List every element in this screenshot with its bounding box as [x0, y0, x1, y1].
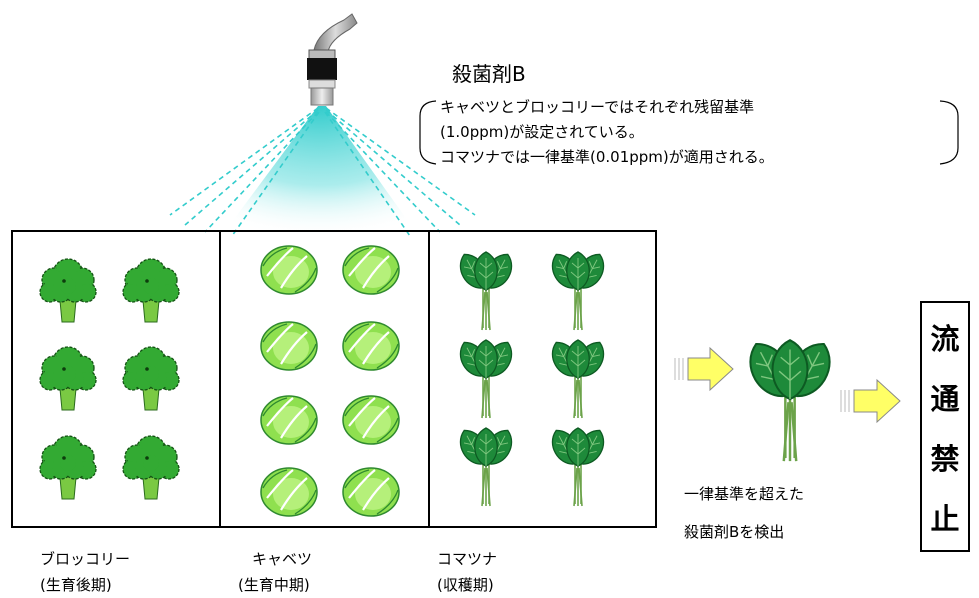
- cabbage-icon: [260, 321, 318, 371]
- stop-char-3: 禁: [930, 442, 960, 476]
- nozzle-body: [307, 58, 337, 80]
- crop-name: ブロッコリー: [40, 550, 131, 568]
- cabbage-icon: [260, 245, 318, 295]
- field-outline: [11, 230, 657, 528]
- cabbage-icon: [260, 395, 318, 445]
- note-bracket-right: [939, 100, 959, 165]
- crop-caption-komatsuna: コマツナ (収穫期): [437, 546, 497, 598]
- broccoli-icon: [39, 435, 97, 500]
- komatsuna-icon: [551, 427, 605, 507]
- arrow-to-stop: [840, 378, 901, 424]
- detect-line-1: 一律基準を超えた: [684, 485, 805, 503]
- stop-char-1: 流: [930, 322, 960, 356]
- fungicide-label: 殺菌剤B: [452, 62, 526, 86]
- komatsuna-icon: [459, 427, 513, 507]
- broccoli-plot: [39, 258, 180, 500]
- broccoli-icon: [122, 435, 180, 500]
- cabbage-icon: [260, 467, 318, 517]
- broccoli-icon: [122, 258, 180, 323]
- note-line-1: キャベツとブロッコリーではそれぞれ残留基準: [440, 98, 755, 116]
- stop-char-2: 通: [930, 382, 960, 416]
- detect-line-2: 殺菌剤Bを検出: [684, 523, 785, 541]
- note-line-2: (1.0ppm)が設定されている。: [440, 123, 644, 141]
- note-line-3: コマツナでは一律基準(0.01ppm)が適用される。: [440, 148, 774, 166]
- cabbage-icon: [342, 245, 400, 295]
- stop-char-4: 止: [930, 502, 960, 536]
- nozzle-head: [310, 87, 334, 106]
- spray-cone: [220, 106, 420, 238]
- note-bracket-left: [419, 100, 437, 165]
- spray-nozzle: [307, 13, 358, 106]
- broccoli-icon: [122, 346, 180, 411]
- broccoli-icon: [39, 346, 97, 411]
- spray-mist: [169, 106, 476, 238]
- crop-stage: (生育後期): [40, 576, 112, 594]
- arrow-to-detection: [674, 346, 734, 392]
- komatsuna-icon: [551, 251, 605, 331]
- komatsuna-icon: [459, 251, 513, 331]
- crop-name: コマツナ: [437, 550, 498, 568]
- crop-stage: (生育中期): [238, 576, 310, 594]
- crop-stage: (収穫期): [437, 576, 494, 594]
- nozzle-pipe: [313, 13, 358, 53]
- detected-komatsuna: [749, 339, 831, 462]
- distribution-ban-box: 流 通 禁 止: [920, 301, 970, 552]
- komatsuna-icon: [551, 339, 605, 419]
- komatsuna-plot: [459, 251, 605, 507]
- nozzle-collar: [308, 49, 336, 60]
- cabbage-icon: [342, 321, 400, 371]
- spray-lines: [169, 107, 476, 237]
- broccoli-icon: [39, 258, 97, 323]
- crop-name: キャベツ: [252, 550, 313, 568]
- crop-caption-broccoli: ブロッコリー (生育後期): [40, 546, 130, 598]
- crop-caption-cabbage: キャベツ (生育中期): [238, 546, 312, 598]
- nozzle-neck: [308, 79, 336, 89]
- cabbage-plot: [260, 245, 400, 517]
- cabbage-icon: [342, 467, 400, 517]
- komatsuna-icon: [749, 339, 831, 462]
- komatsuna-icon: [459, 339, 513, 419]
- cabbage-icon: [342, 395, 400, 445]
